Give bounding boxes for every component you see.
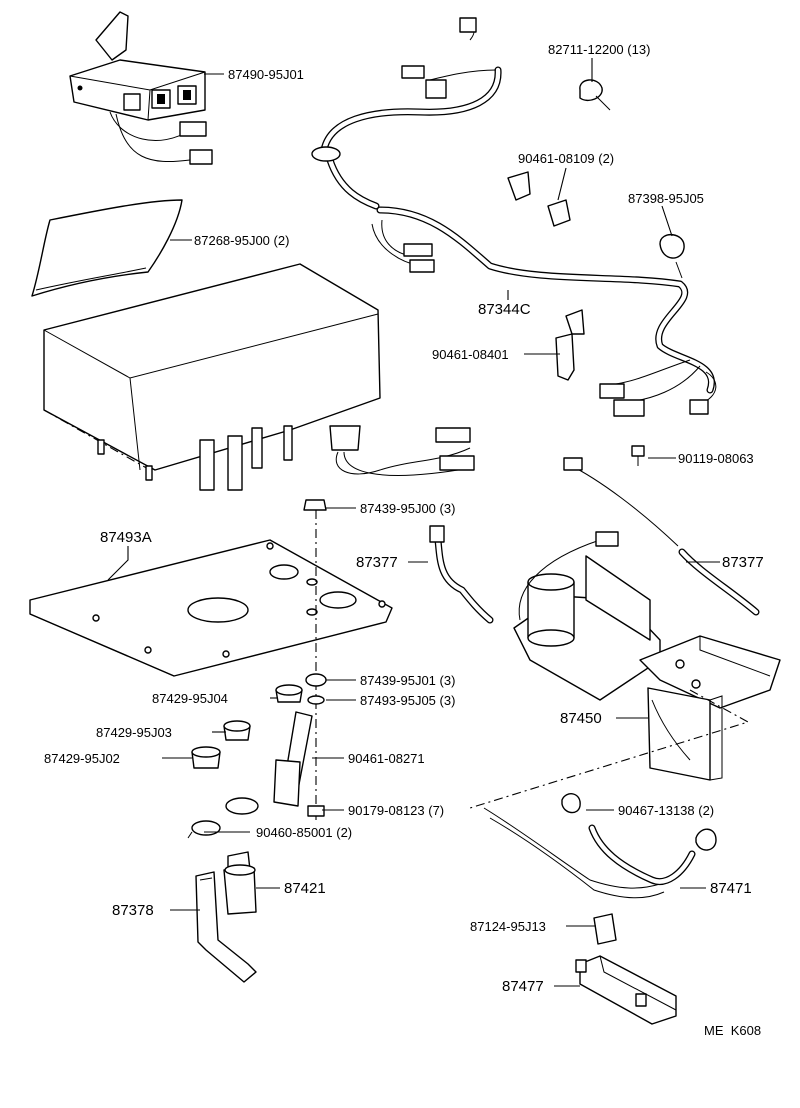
pipe-87378 [195,871,257,983]
cover-pad-87268 [31,199,183,297]
label-90467-13138: 90467-13138 (2) [618,803,714,818]
part-labels: 87490-95J01 82711-12200 (13) 90461-08109… [44,42,764,1038]
label-87439-95j01: 87439-95J01 (3) [360,673,455,688]
label-87429-95j04: 87429-95J04 [152,691,228,706]
hose-87377-right [563,457,760,616]
label-87377-right: 87377 [722,554,764,571]
label-87429-95j03: 87429-95J03 [96,725,172,740]
label-87398-95j05: 87398-95J05 [628,191,704,206]
bracket-90461-08271 [273,711,313,807]
label-90119-08063: 90119-08063 [678,451,754,466]
harness-87344c [311,17,717,417]
label-87450: 87450 [560,710,602,727]
switch-assembly-87490 [69,11,213,165]
label-87477: 87477 [502,978,544,995]
grommet-87429-95j02 [191,746,221,769]
label-87378: 87378 [112,902,154,919]
label-87429-95j02: 87429-95J02 [44,751,120,766]
clip-87124 [593,913,617,945]
label-90179-08123: 90179-08123 (7) [348,803,444,818]
clamp-82711 [579,79,611,111]
bracket-90461-08401 [555,309,585,381]
bolt-90119 [631,445,645,466]
label-87490-95j01: 87490-95J01 [228,67,304,82]
label-90461-08109: 90461-08109 (2) [518,151,614,166]
tray-87477 [575,955,677,1025]
base-plate-87493a [29,539,393,677]
label-87471: 87471 [710,880,752,897]
label-87124-95j13: 87124-95J13 [470,919,546,934]
washers [303,499,327,817]
label-90461-08401: 90461-08401 [432,347,509,362]
label-87421: 87421 [284,880,326,897]
label-87439-95j00: 87439-95J00 (3) [360,501,455,516]
hose-87377-left [429,525,494,624]
label-87344c: 87344C [478,301,531,318]
diagram-code: ME K608 [704,1023,761,1038]
grommet-87429-95j03 [223,720,251,741]
heater-unit-box [43,263,475,491]
label-90460-85001: 90460-85001 (2) [256,825,352,840]
hose-assembly-87471 [483,793,717,899]
grommet-87429-95j04 [275,684,303,703]
pump-assembly-87450 [513,531,781,781]
label-87377-left: 87377 [356,554,398,571]
label-87493-95j05: 87493-95J05 (3) [360,693,455,708]
part-87421 [223,851,257,915]
label-87268-95j00: 87268-95J00 (2) [194,233,289,248]
label-90461-08271: 90461-08271 [348,751,425,766]
leader-lines [107,58,720,987]
label-82711-12200: 82711-12200 (13) [548,42,650,57]
clip-87398 [659,234,685,279]
clamp-90461-08109 [507,171,571,227]
label-87493a: 87493A [100,529,152,546]
